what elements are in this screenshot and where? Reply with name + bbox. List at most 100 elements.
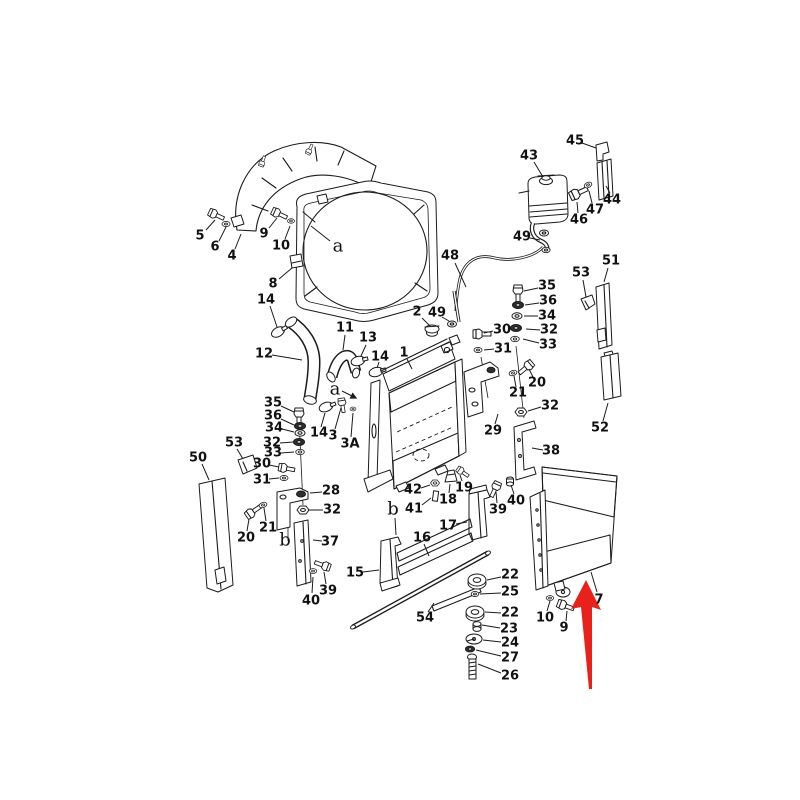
washer-33 bbox=[295, 448, 305, 456]
strap-38 bbox=[513, 420, 537, 481]
leader-line-36 bbox=[524, 302, 540, 306]
part-label-27: 27 bbox=[501, 651, 519, 666]
leader-line-35 bbox=[280, 405, 295, 413]
part-label-23: 23 bbox=[500, 622, 518, 637]
leader-line-32 bbox=[525, 328, 541, 331]
radiator-main bbox=[363, 334, 467, 493]
part-label-15: 15 bbox=[346, 566, 364, 581]
leader-line-6 bbox=[218, 226, 227, 242]
leader-line-29 bbox=[494, 413, 499, 425]
part-label-34: 34 bbox=[538, 309, 556, 324]
part-label-35: 35 bbox=[264, 396, 282, 411]
leader-line-51 bbox=[603, 267, 609, 283]
leader-line-21 bbox=[513, 375, 517, 388]
leader-line-26 bbox=[477, 663, 502, 674]
part-label-12: 12 bbox=[255, 347, 273, 362]
part-label-13: 13 bbox=[359, 331, 377, 346]
part-label-14: 14 bbox=[371, 350, 389, 365]
leader-line-27 bbox=[475, 649, 502, 657]
part-label-11: 11 bbox=[336, 321, 354, 336]
leader-line-40 bbox=[311, 576, 314, 594]
part-label-3: 3 bbox=[328, 429, 337, 444]
leader-line-31 bbox=[483, 348, 495, 351]
side-bars-left bbox=[198, 454, 258, 593]
part-label-35: 35 bbox=[538, 279, 556, 294]
clip-45 bbox=[595, 141, 610, 162]
part-label-18: 18 bbox=[439, 493, 457, 508]
leader-line-30 bbox=[483, 330, 494, 334]
part-label-8: 8 bbox=[268, 277, 277, 292]
guard-stud bbox=[304, 142, 316, 156]
leader-line-4 bbox=[234, 233, 242, 250]
part-label-31: 31 bbox=[253, 473, 271, 488]
bolt-19 bbox=[454, 464, 471, 480]
bolt-30 bbox=[277, 462, 296, 475]
part-label-38: 38 bbox=[542, 444, 560, 459]
part-label-30: 30 bbox=[493, 323, 511, 338]
leader-line-39 bbox=[495, 491, 498, 504]
washer-36 bbox=[512, 301, 524, 309]
part-label-22: 22 bbox=[501, 606, 519, 621]
bolt-30 bbox=[472, 328, 492, 340]
part-label-33: 33 bbox=[264, 446, 282, 461]
part-label-41: 41 bbox=[405, 502, 423, 517]
nut-32 bbox=[514, 407, 528, 417]
part-label-39: 39 bbox=[489, 503, 507, 518]
leader-line-12 bbox=[271, 354, 303, 361]
grommet-49 bbox=[538, 229, 550, 237]
part-label-2: 2 bbox=[412, 305, 421, 320]
leader-line-3 bbox=[334, 407, 342, 430]
leader-line-22 bbox=[486, 576, 502, 581]
part-label-25: 25 bbox=[501, 585, 519, 600]
fan-guard bbox=[230, 141, 377, 232]
leader-line-9 bbox=[268, 217, 278, 229]
part-label-a: a bbox=[333, 236, 344, 257]
bolt-35 bbox=[512, 284, 524, 304]
part-label-b: b bbox=[279, 530, 291, 551]
part-label-50: 50 bbox=[189, 451, 207, 466]
leader-line-24 bbox=[482, 639, 502, 643]
part-label-53: 53 bbox=[572, 266, 590, 281]
leader-line-54 bbox=[427, 602, 435, 613]
part-label-44: 44 bbox=[603, 193, 621, 208]
leader-line-47 bbox=[588, 190, 593, 204]
leader-line-7 bbox=[590, 571, 598, 593]
fan-shroud bbox=[289, 180, 439, 322]
part-label-17: 17 bbox=[439, 519, 457, 534]
part-label-14: 14 bbox=[310, 426, 328, 441]
part-label-32: 32 bbox=[323, 503, 341, 518]
highlight-arrow bbox=[571, 580, 601, 689]
leader-line-20 bbox=[528, 368, 534, 378]
washer-36 bbox=[294, 422, 306, 430]
fastener-stack-left bbox=[293, 407, 306, 456]
washer-47 bbox=[582, 180, 594, 190]
leader-line-36 bbox=[280, 418, 295, 426]
bar-37 bbox=[293, 519, 312, 587]
part-label-10: 10 bbox=[536, 611, 554, 626]
part-6-washer bbox=[221, 221, 231, 227]
leader-line-32 bbox=[527, 406, 542, 412]
part-label-21: 21 bbox=[509, 386, 527, 401]
part-label-4: 4 bbox=[227, 249, 236, 264]
part-label-48: 48 bbox=[441, 249, 459, 264]
part-label-52: 52 bbox=[591, 421, 609, 436]
part-label-53: 53 bbox=[225, 436, 243, 451]
part-label-b: b bbox=[387, 499, 399, 520]
part-label-49: 49 bbox=[428, 306, 446, 321]
part-label-32: 32 bbox=[541, 399, 559, 414]
sleeve-40 bbox=[506, 476, 514, 487]
part-label-10: 10 bbox=[272, 239, 290, 254]
leader-line-25 bbox=[479, 592, 502, 595]
part-label-29: 29 bbox=[484, 424, 502, 439]
cushion-53 bbox=[580, 294, 596, 311]
part-label-1: 1 bbox=[399, 346, 408, 361]
part-label-49: 49 bbox=[513, 230, 531, 245]
bolt-26 bbox=[467, 653, 477, 680]
part-label-21: 21 bbox=[259, 521, 277, 536]
part-label-47: 47 bbox=[586, 203, 604, 218]
part-label-43: 43 bbox=[520, 149, 538, 164]
leader-line-37 bbox=[312, 539, 323, 542]
bolt-39 bbox=[486, 479, 503, 500]
